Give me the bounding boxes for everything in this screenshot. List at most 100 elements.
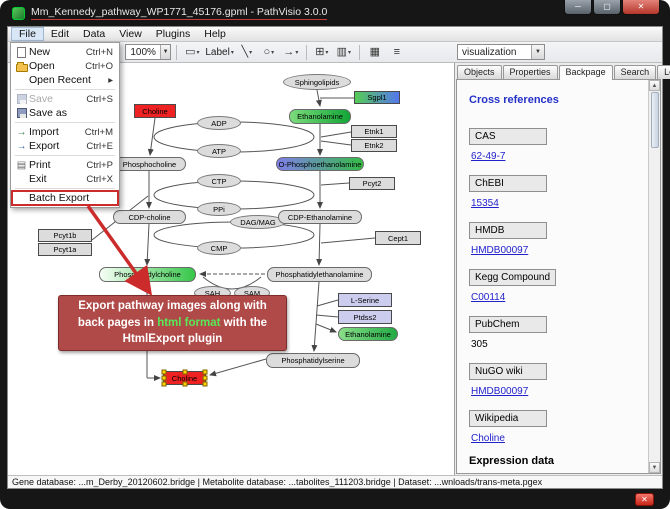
datanode-tool-button[interactable]: ▭▾ [182, 43, 202, 61]
pathway-node-phosphatidylserine[interactable]: Phosphatidylserine [266, 353, 360, 368]
pathway-node-o-phosphoethanolamine[interactable]: O-Phosphoethanolamine [276, 157, 364, 171]
pathway-node-phosphatidylcholine[interactable]: Phosphatidylcholine [99, 267, 196, 282]
pathway-node-cdp-choline[interactable]: CDP-choline [113, 210, 186, 224]
pathway-node-sphingolipids[interactable]: Sphingolipids [283, 74, 351, 90]
pathway-node-atp[interactable]: ATP [197, 144, 241, 158]
scrollbar-thumb[interactable] [650, 92, 659, 148]
pathway-node-etnk1[interactable]: Etnk1 [351, 125, 397, 138]
line-tool-button[interactable]: ╲▾ [237, 43, 257, 61]
pathway-node-phosphocholine[interactable]: Phosphocholine [113, 157, 186, 171]
zoom-combo[interactable]: 100%▼ [125, 44, 172, 60]
pathway-node-choline-2[interactable]: Choline [161, 369, 208, 387]
file-menu-item-save-as[interactable]: Save as [12, 106, 118, 120]
grid-button[interactable]: ▦ [365, 43, 385, 61]
side-panel-tabs: ObjectsPropertiesBackpageSearchLegend [455, 63, 670, 80]
pathway-node-ctp[interactable]: CTP [197, 174, 241, 188]
crossref-id-link[interactable]: C00114 [471, 292, 506, 303]
tab-objects[interactable]: Objects [457, 65, 502, 79]
crossref-id-link[interactable]: HMDB00097 [471, 245, 529, 256]
crossref-id-link[interactable]: 62-49-7 [471, 151, 506, 162]
pathway-node-adp[interactable]: ADP [197, 116, 241, 130]
pathway-node-cdp-ethanolamine[interactable]: CDP-Ethanolamine [278, 210, 362, 224]
pathway-edge [316, 223, 323, 266]
crossref-id-link[interactable]: 15354 [471, 198, 499, 209]
pathway-node-l-serine[interactable]: L-Serine [338, 293, 392, 307]
toolbar: Zoom:100%▼▭▾Label▾╲▾○▾→▾⊞▾▥▾▦≡visualizat… [8, 42, 662, 63]
stack-button[interactable]: ▥▾ [334, 43, 354, 61]
tab-legend[interactable]: Legend [657, 65, 670, 79]
save-icon [14, 107, 29, 119]
pathway-node-pcyt2[interactable]: Pcyt2 [349, 177, 395, 190]
selection-handle[interactable] [202, 381, 208, 387]
link-button[interactable]: ≡ [387, 43, 407, 61]
selection-handle[interactable] [161, 381, 167, 387]
crossref-db-label: NuGO wiki [469, 363, 547, 380]
shape-tool-button[interactable]: ○▾ [259, 43, 279, 61]
pathway-node-ethanolamine-2[interactable]: Ethanolamine [338, 327, 398, 341]
pathway-node-ethanolamine[interactable]: Ethanolamine [289, 109, 351, 124]
chevron-down-icon: ▾ [295, 49, 299, 56]
pathway-node-cmp[interactable]: CMP [197, 241, 241, 255]
selection-handle[interactable] [202, 375, 208, 381]
align-button[interactable]: ⊞▾ [312, 43, 332, 61]
stack-icon: ▥ [336, 45, 348, 58]
crossref-db-label: PubChem [469, 316, 547, 333]
pathway-edge [315, 89, 322, 107]
minimize-button[interactable]: ─ [564, 0, 592, 15]
close-button[interactable]: ✕ [622, 0, 660, 15]
chevron-down-icon: ▾ [249, 49, 253, 56]
frame-close-button[interactable]: ✕ [635, 493, 654, 506]
menu-view[interactable]: View [119, 28, 142, 40]
menu-edit[interactable]: Edit [50, 28, 70, 40]
pathway-node-etnk2[interactable]: Etnk2 [351, 139, 397, 152]
file-menu-item-open-recent[interactable]: Open Recent▸ [12, 73, 118, 87]
menu-help[interactable]: Help [204, 28, 226, 40]
pathway-node-pcyt1b[interactable]: Pcyt1b [38, 229, 92, 242]
menu-file[interactable]: File [11, 27, 44, 41]
maximize-button[interactable]: ▢ [593, 0, 621, 15]
crossref-id-link[interactable]: HMDB00097 [471, 386, 529, 397]
scroll-up-icon[interactable]: ▲ [649, 80, 660, 91]
tab-backpage[interactable]: Backpage [558, 65, 613, 80]
backpage-scrollbar[interactable]: ▲ ▼ [648, 80, 660, 473]
crossref-id-link[interactable]: Choline [471, 433, 505, 444]
pathway-node-phosphatidylethanolamine[interactable]: Phosphatidylethanolamine [267, 267, 372, 282]
pathway-node-dag-mag[interactable]: DAG/MAG [230, 215, 286, 229]
visualization-combo[interactable]: visualization▼ [457, 44, 545, 60]
scroll-down-icon[interactable]: ▼ [649, 462, 660, 473]
pathway-node-pcyt1a[interactable]: Pcyt1a [38, 243, 92, 256]
crossref-db-label: Wikipedia [469, 410, 547, 427]
tab-properties[interactable]: Properties [502, 65, 558, 79]
connector-tool-button[interactable]: →▾ [281, 43, 301, 61]
file-menu-item-batch-export[interactable]: Batch Export [11, 190, 119, 206]
chevron-down-icon[interactable]: ▼ [531, 45, 544, 59]
pathway-edge [316, 299, 339, 307]
selection-handle[interactable] [161, 375, 167, 381]
pathway-node-choline[interactable]: Choline [134, 104, 176, 118]
menu-data[interactable]: Data [83, 28, 106, 40]
tab-search[interactable]: Search [613, 65, 657, 79]
menu-plugins[interactable]: Plugins [155, 28, 191, 40]
selection-handle[interactable] [182, 369, 187, 375]
crossref-id-value: 305 [471, 339, 488, 350]
pathway-edge [320, 182, 350, 186]
selection-handle[interactable] [202, 369, 208, 375]
pathway-node-ppi[interactable]: PPi [197, 202, 241, 216]
label-tool-button[interactable]: Label▾ [205, 46, 234, 58]
pathway-node-ptdss2[interactable]: Ptdss2 [338, 310, 392, 324]
chevron-down-icon[interactable]: ▼ [159, 45, 171, 59]
selection-handle[interactable] [182, 381, 187, 387]
selection-handle[interactable] [161, 369, 167, 375]
pathway-node-sgpl1[interactable]: Sgpl1 [354, 91, 400, 104]
pathway-node-cept1[interactable]: Cept1 [375, 231, 421, 245]
